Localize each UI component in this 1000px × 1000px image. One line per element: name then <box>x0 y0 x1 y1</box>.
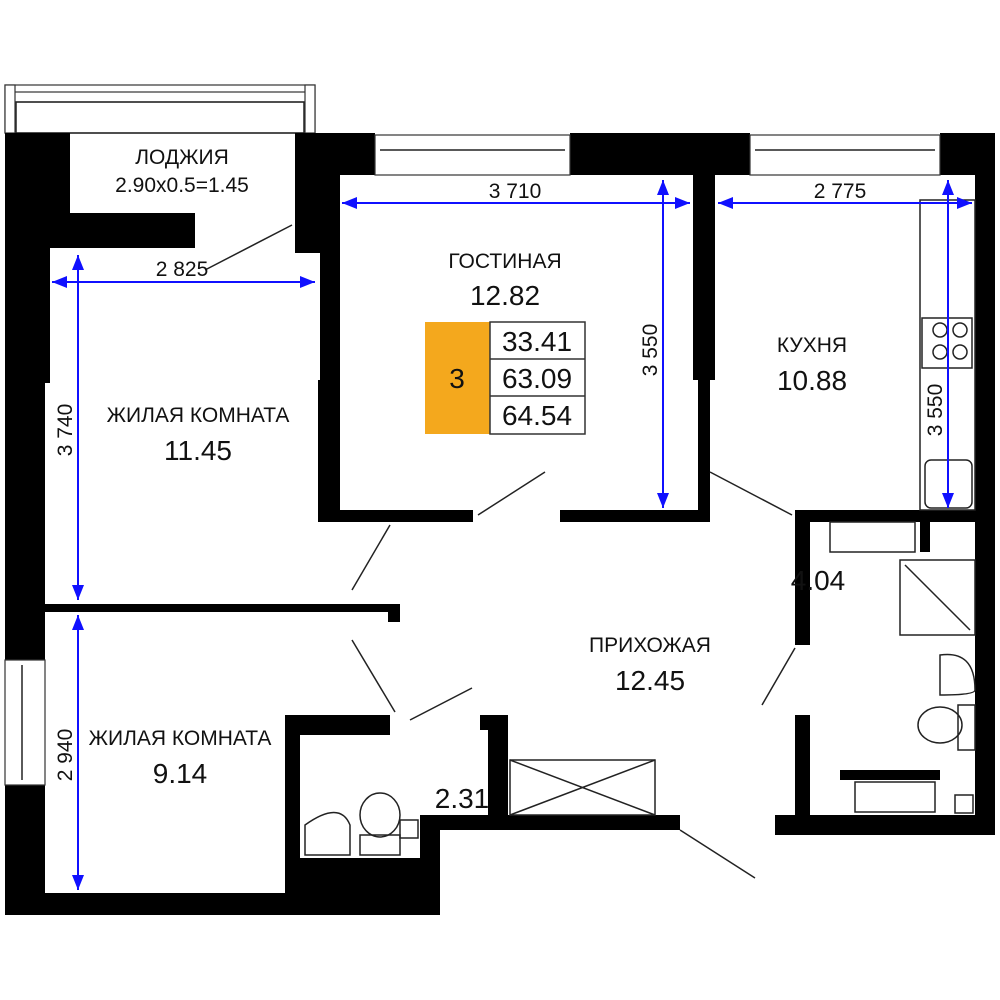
doors <box>204 224 796 879</box>
shower-icon <box>899 559 976 636</box>
living-area-total: 33.41 <box>502 326 572 357</box>
toilet-icon-2 <box>359 792 401 838</box>
bedroom2-label: ЖИЛАЯ КОМНАТА <box>89 727 272 750</box>
bath2-area: 2.31 <box>435 783 490 814</box>
toilet-icon <box>917 706 963 744</box>
hall-area: 12.45 <box>615 665 685 696</box>
loggia-window <box>4 84 316 134</box>
bedroom1-area: 11.45 <box>164 435 232 466</box>
dim-bedroom2-depth: 2 940 <box>54 729 77 782</box>
bedroom2-area: 9.14 <box>153 758 208 789</box>
walls <box>5 133 995 915</box>
wardrobe <box>509 759 656 816</box>
living-area: 12.82 <box>470 280 540 311</box>
total-area-with-loggia: 64.54 <box>502 400 572 431</box>
total-area: 63.09 <box>502 363 572 394</box>
apartment-summary: 3 33.41 63.09 64.54 <box>425 321 586 435</box>
living-label: ГОСТИНАЯ <box>448 250 561 273</box>
loggia-label: ЛОДЖИЯ <box>135 146 229 169</box>
fixtures <box>304 199 976 856</box>
rooms-count-badge <box>425 322 490 434</box>
dim-kitchen-width: 2 775 <box>814 180 867 203</box>
dimension-lines <box>52 180 972 890</box>
kitchen-area: 10.88 <box>777 365 847 396</box>
dim-bedroom1-width: 2 825 <box>156 258 209 281</box>
hall-label: ПРИХОЖАЯ <box>589 634 711 657</box>
dim-living-depth: 3 550 <box>639 324 662 377</box>
dim-living-width: 3 710 <box>489 180 542 203</box>
rooms-count: 3 <box>449 363 465 394</box>
windows <box>4 134 941 786</box>
washbasin-icon <box>939 653 976 696</box>
dim-bedroom1-depth: 3 740 <box>54 404 77 457</box>
washbasin-icon-2 <box>304 811 351 856</box>
bath1-area: 4.04 <box>791 565 846 596</box>
bedroom1-label: ЖИЛАЯ КОМНАТА <box>107 404 290 427</box>
kitchen-label: КУХНЯ <box>777 334 847 357</box>
loggia-area: 2.90x0.5=1.45 <box>115 174 249 197</box>
dim-kitchen-depth: 3 550 <box>924 384 947 437</box>
